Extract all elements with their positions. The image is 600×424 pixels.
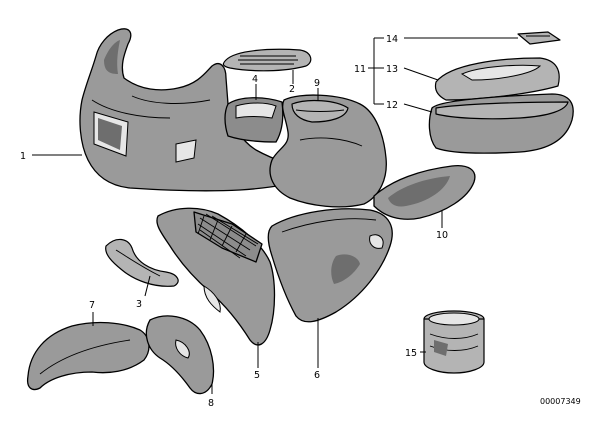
callout-13: 13 [386, 64, 398, 75]
emblem-badge [517, 31, 561, 45]
callout-10: 10 [436, 230, 448, 241]
callout-15: 15 [405, 348, 417, 359]
side-pad [373, 164, 476, 220]
front-mudguard [26, 321, 150, 391]
bracket [105, 238, 179, 287]
callout-7: 7 [89, 300, 95, 311]
instrument-cover [224, 97, 284, 143]
front-fairing [79, 28, 321, 192]
lower-fairing-left [156, 207, 276, 346]
leader-12 [403, 103, 433, 113]
callout-2: 2 [289, 84, 295, 95]
case-lid [434, 57, 560, 101]
callout-4: 4 [252, 74, 258, 85]
case-body [428, 93, 574, 154]
callout-3: 3 [136, 299, 142, 310]
lower-fairing-right [267, 208, 393, 323]
callout-11: 11 [354, 64, 366, 75]
document-id: 00007349 [540, 397, 581, 406]
callout-9: 9 [314, 78, 320, 89]
leader-lines [32, 37, 518, 394]
mudguard-extension [145, 315, 215, 395]
callout-1: 1 [20, 151, 26, 162]
callout-14: 14 [386, 34, 398, 45]
callout-6: 6 [314, 370, 320, 381]
callout-labels: 1 2 3 4 5 6 7 8 9 10 11 12 13 14 15 [20, 34, 448, 409]
leader-3 [144, 275, 151, 297]
tank-cover [269, 94, 387, 208]
callout-8: 8 [208, 398, 214, 409]
leader-13 [403, 67, 439, 81]
paint-tin [423, 310, 485, 374]
callout-12: 12 [386, 100, 398, 111]
top-cover [222, 48, 312, 72]
callout-5: 5 [254, 370, 260, 381]
